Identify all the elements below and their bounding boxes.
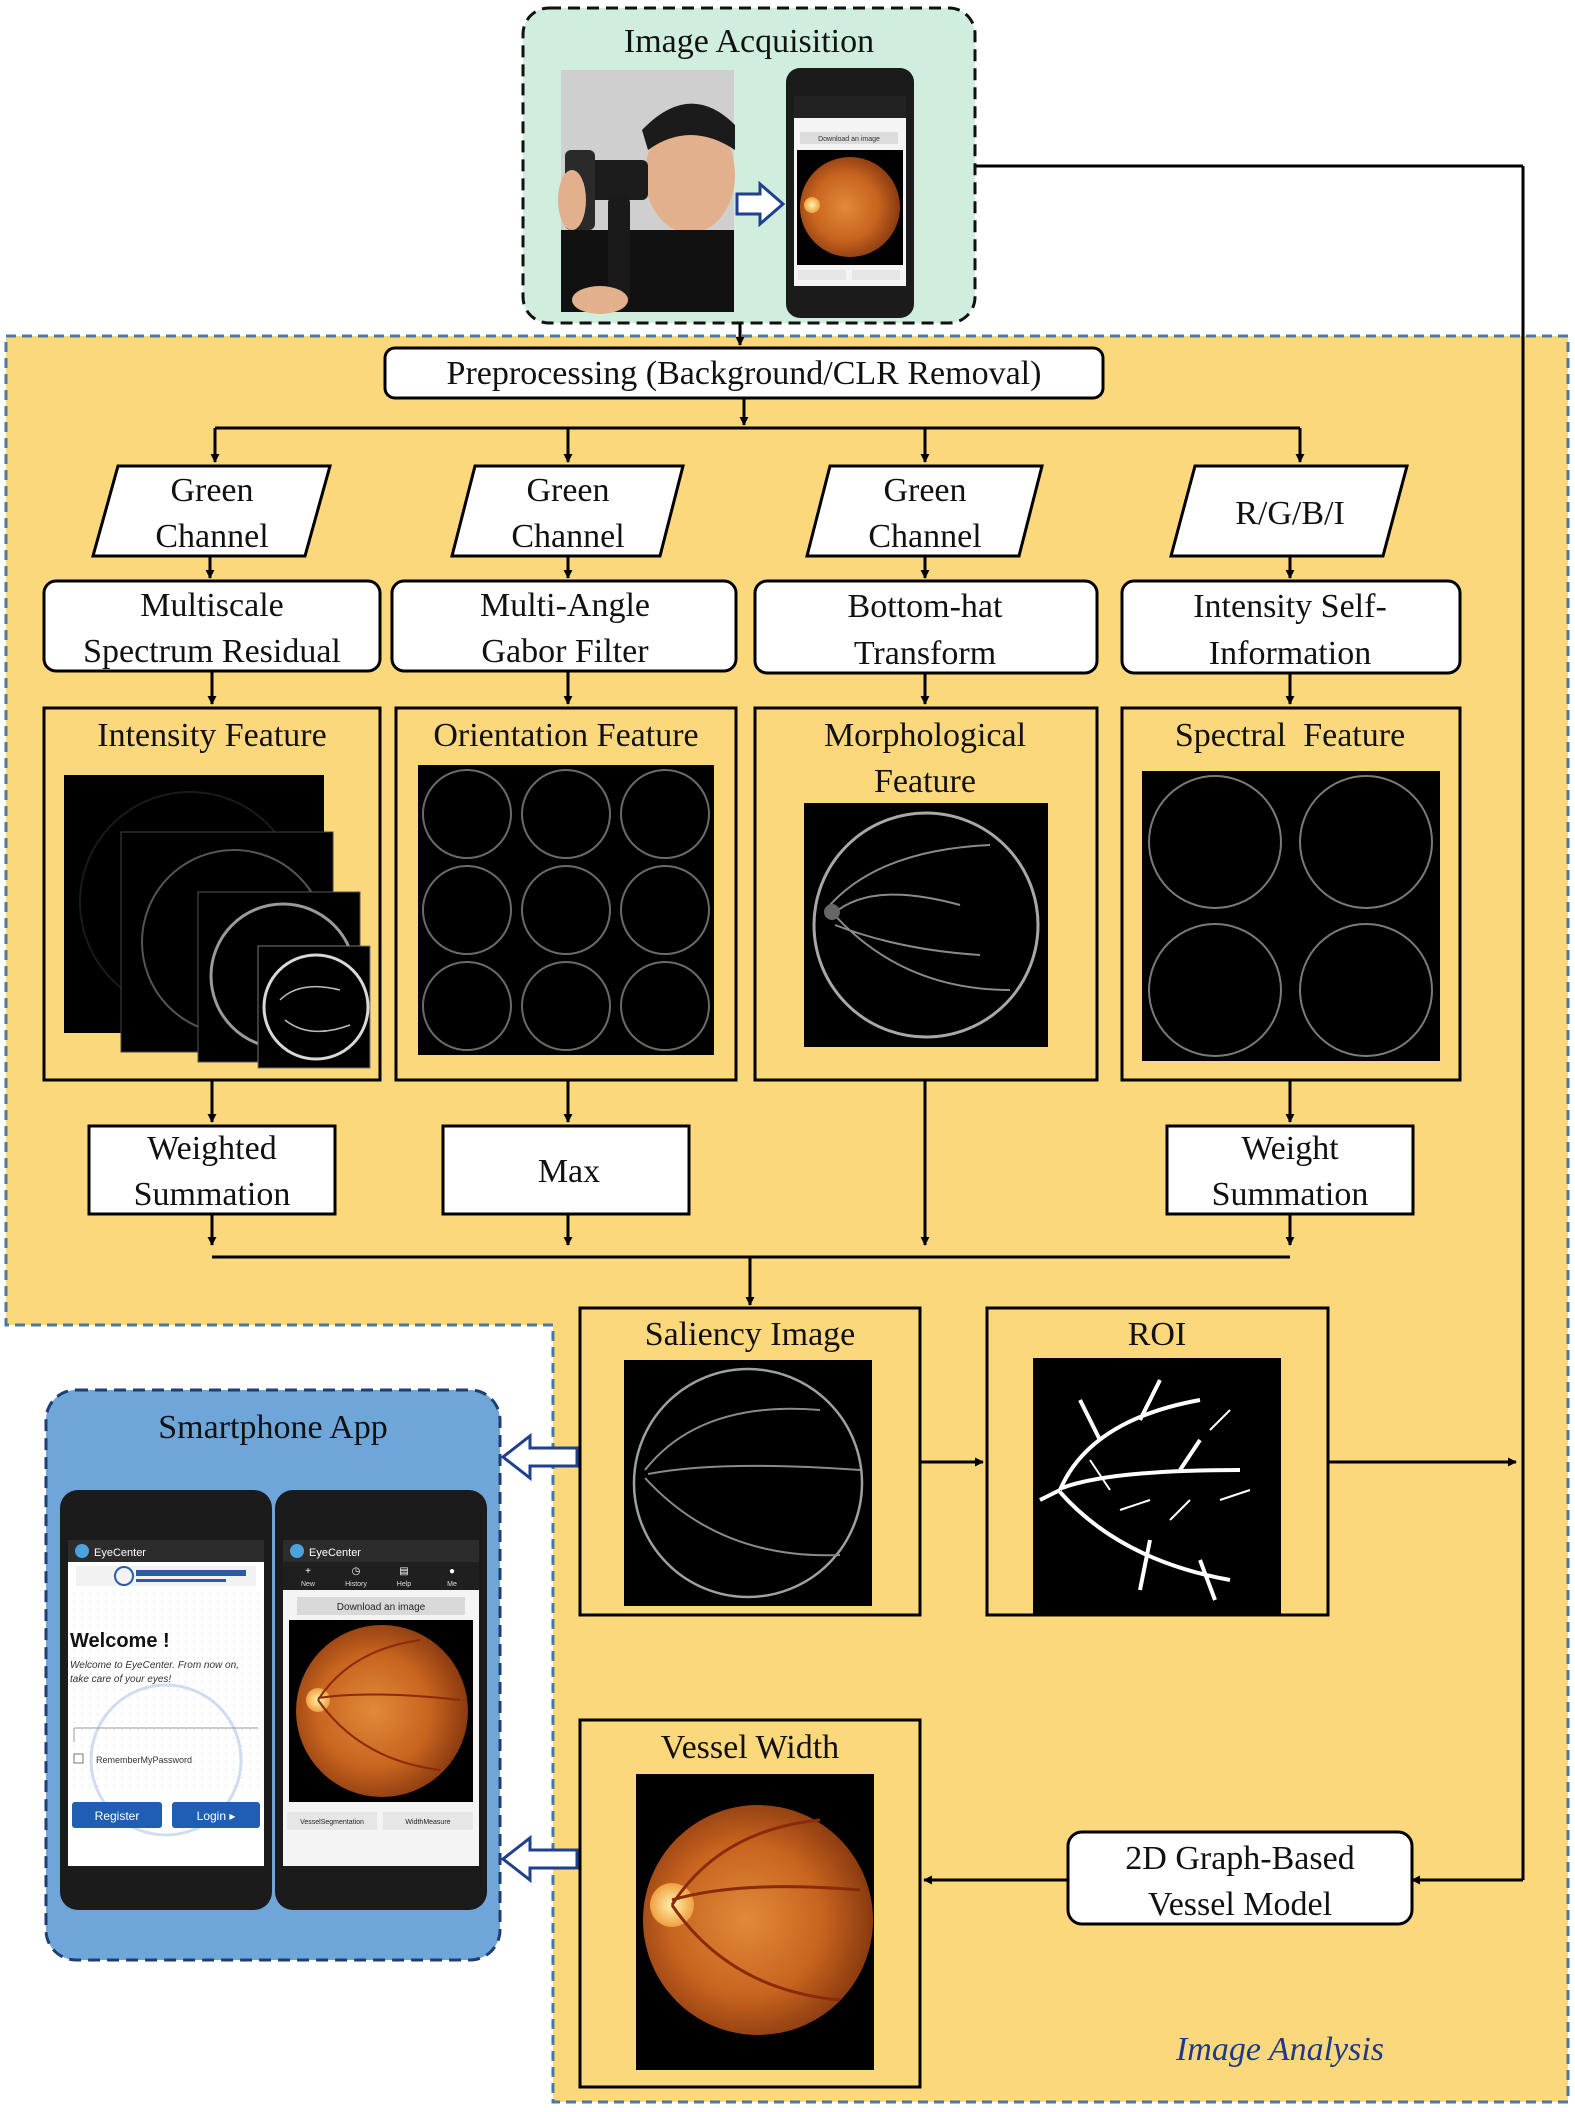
vessel-width-label: Vessel Width — [661, 1729, 839, 1766]
spectral-feature-images — [1142, 771, 1440, 1061]
login-button[interactable] — [172, 1802, 260, 1828]
clock-icon[interactable]: ◷ — [352, 1566, 361, 1577]
connectors — [205, 164, 1525, 1885]
branch3-method-line2: Transform — [854, 635, 996, 672]
width-measure-button[interactable] — [383, 1812, 473, 1830]
branch1-method-line2: Spectrum Residual — [83, 633, 341, 670]
roi-vessel-image — [1033, 1358, 1281, 1614]
main-phone: EyeCenter + ◷ ▤ ● New History Help Me Do… — [275, 1490, 487, 1910]
branch2-channel-line1: Green — [526, 472, 609, 509]
image-analysis-label: Image Analysis — [1175, 2031, 1384, 2068]
acquisition-title: Image Acquisition — [624, 23, 874, 60]
branch4-method-line2: Information — [1209, 635, 1371, 672]
orientation-feature-images — [418, 765, 714, 1055]
acquisition-phone: Download an image — [786, 68, 914, 318]
branch3-method-line1: Bottom-hat — [848, 588, 1003, 625]
width-measure-label: WidthMeasure — [405, 1819, 450, 1826]
tab-new[interactable]: New — [301, 1581, 316, 1588]
branch4-channel-input — [1169, 464, 1409, 558]
branch2-method-box — [390, 579, 738, 673]
branch2-combine-box — [441, 1124, 691, 1216]
smartphone-app-title: Smartphone App — [158, 1409, 387, 1446]
branch1-feature-box — [42, 706, 382, 1082]
roi-label: ROI — [1128, 1316, 1187, 1353]
saliency-box — [578, 1306, 922, 1617]
branch1-channel-line1: Green — [170, 472, 253, 509]
preprocessing-label: Preprocessing (Background/CLR Removal) — [447, 355, 1042, 392]
vessel-segmentation-button[interactable] — [287, 1812, 377, 1830]
acquisition-to-phone-arrow — [735, 180, 786, 228]
branch4-feature-label: Spectral Feature — [1175, 717, 1405, 754]
graph-model-line1: 2D Graph-Based — [1125, 1840, 1354, 1877]
branch1-combine-line1: Weighted — [147, 1130, 276, 1167]
acquisition-phone-button: Download an image — [818, 136, 880, 143]
branch3-channel-line1: Green — [883, 472, 966, 509]
saliency-to-app-arrow — [500, 1432, 579, 1482]
vessel-width-to-app-arrow — [500, 1834, 579, 1884]
branch2-combine-line1: Max — [538, 1153, 600, 1190]
roi-box — [985, 1306, 1330, 1617]
login-phone: EyeCenter Welcome ! Welcome to EyeCenter… — [60, 1490, 272, 1910]
branch3-channel-line2: Channel — [868, 518, 981, 555]
branch2-feature-box — [394, 706, 738, 1082]
login-message-line2: take care of your eyes! — [70, 1674, 171, 1685]
branch3-feature-line1: Morphological — [824, 717, 1026, 754]
tab-history[interactable]: History — [345, 1581, 367, 1588]
morphological-feature-image — [804, 803, 1048, 1047]
register-button-label: Register — [95, 1809, 140, 1823]
login-welcome: Welcome ! — [70, 1630, 170, 1652]
branch3-feature-line2: Feature — [874, 763, 976, 800]
branch1-feature-label: Intensity Feature — [97, 717, 326, 754]
saliency-image — [624, 1360, 872, 1606]
help-icon[interactable]: ▤ — [399, 1566, 408, 1577]
branch3-channel-input — [805, 464, 1044, 558]
login-button-label: Login ▸ — [197, 1809, 236, 1823]
vessel-width-box — [578, 1718, 922, 2089]
saliency-label: Saliency Image — [645, 1316, 856, 1353]
branch1-channel-input — [91, 464, 332, 558]
branch1-method-box — [42, 579, 382, 673]
vessel-segmentation-label: VesselSegmentation — [300, 1819, 364, 1826]
branch4-method-box — [1120, 579, 1462, 675]
branch3-method-box — [753, 579, 1099, 675]
branch2-method-line1: Multi-Angle — [480, 587, 650, 624]
branch1-channel-line2: Channel — [155, 518, 268, 555]
login-app-name: EyeCenter — [94, 1547, 146, 1559]
branch4-channel-line1: R/G/B/I — [1235, 495, 1345, 532]
branch1-combine-box — [87, 1124, 337, 1216]
login-message-line1: Welcome to EyeCenter. From now on, — [70, 1660, 239, 1671]
graph-model-box — [1066, 1830, 1414, 1926]
download-image-label: Download an image — [337, 1602, 426, 1613]
branch4-combine-line2: Summation — [1212, 1176, 1369, 1213]
branch2-channel-input — [450, 464, 685, 558]
main-app-name: EyeCenter — [309, 1547, 361, 1559]
vessel-width-image — [636, 1774, 874, 2070]
graph-model-line2: Vessel Model — [1148, 1886, 1332, 1923]
branch2-feature-label: Orientation Feature — [433, 717, 698, 754]
branch2-method-line2: Gabor Filter — [481, 633, 649, 670]
tab-help[interactable]: Help — [397, 1581, 412, 1588]
branch2-channel-line2: Channel — [511, 518, 624, 555]
login-remember-password: RememberMyPassword — [96, 1755, 192, 1765]
user-icon[interactable]: ● — [449, 1566, 455, 1577]
tab-me[interactable]: Me — [447, 1581, 457, 1588]
plus-icon[interactable]: + — [305, 1566, 311, 1577]
download-image-button[interactable] — [297, 1597, 465, 1615]
branch4-combine-line1: Weight — [1241, 1130, 1339, 1167]
intensity-feature-images — [64, 775, 371, 1069]
branch1-combine-line2: Summation — [134, 1176, 291, 1213]
branch4-combine-box — [1165, 1124, 1415, 1216]
register-button[interactable] — [72, 1802, 162, 1828]
branch4-method-line1: Intensity Self- — [1193, 588, 1387, 625]
branch4-feature-box — [1120, 706, 1462, 1082]
branch1-method-line1: Multiscale — [140, 587, 284, 624]
branch3-feature-box — [753, 706, 1099, 1082]
acquisition-photo — [558, 70, 735, 314]
